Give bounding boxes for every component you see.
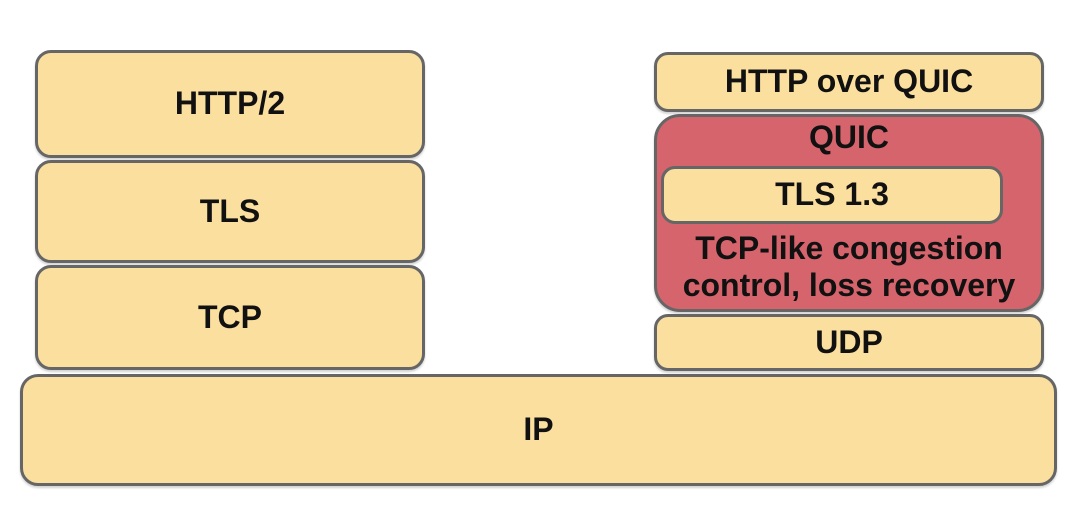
tls-label: TLS (199, 192, 261, 229)
congestion-line-1: TCP-like congestion (695, 230, 1003, 266)
tcp-label: TCP (198, 298, 262, 335)
udp-box: UDP (654, 314, 1044, 371)
quic-box: QUIC TLS 1.3 TCP-like congestion control… (654, 114, 1044, 312)
http-over-quic-label: HTTP over QUIC (724, 63, 974, 100)
congestion-text: TCP-like congestion control, loss recove… (657, 230, 1041, 304)
http2-box: HTTP/2 (35, 50, 425, 158)
tls13-box: TLS 1.3 (661, 166, 1003, 224)
tls13-label: TLS 1.3 (775, 176, 889, 213)
congestion-line-2: control, loss recovery (682, 267, 1016, 303)
ip-box: IP (20, 374, 1057, 486)
http2-label: HTTP/2 (174, 85, 286, 122)
udp-label: UDP (815, 323, 883, 360)
quic-label: QUIC (809, 119, 889, 155)
tls-box: TLS (35, 160, 425, 263)
http-over-quic-box: HTTP over QUIC (654, 52, 1044, 112)
tcp-box: TCP (35, 265, 425, 370)
ip-label: IP (523, 411, 554, 448)
